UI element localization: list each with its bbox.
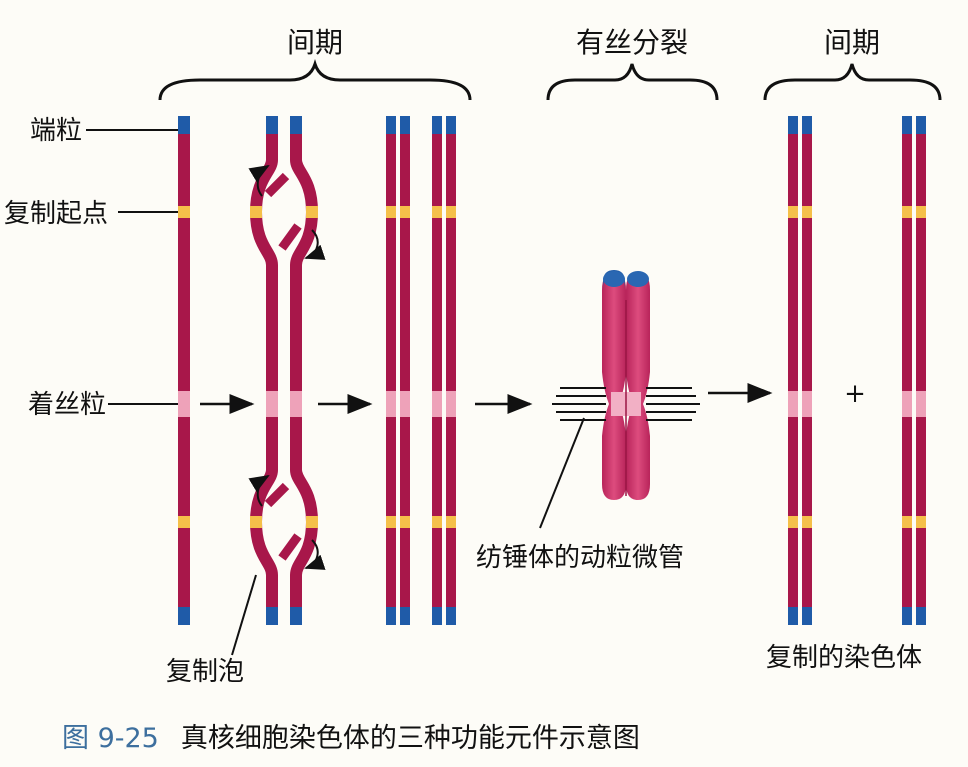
brace-mitosis (546, 63, 719, 101)
caption-text: 真核细胞染色体的三种功能元件示意图 (180, 723, 640, 754)
daughter-chromosome-a (788, 116, 812, 625)
header-interphase-left: 间期 (287, 26, 343, 59)
label-replication-origin: 复制起点 (4, 199, 108, 229)
label-kinetochore-microtubules: 纺锤体的动粒微管 (476, 543, 684, 573)
kinetochore-microtubules (552, 387, 700, 421)
chromosome-replicated-pair-a (386, 116, 410, 625)
chromosome-replicating (248, 116, 326, 625)
leader-kinetochore-microtubules (539, 417, 585, 529)
brace-interphase-left (158, 58, 472, 101)
label-telomere: 端粒 (30, 116, 82, 146)
brace-interphase-right (763, 63, 942, 101)
label-centromere: 着丝粒 (28, 390, 106, 420)
figure-caption: 图 9-25 真核细胞染色体的三种功能元件示意图 (62, 716, 942, 755)
chromosome-replicated-pair-b (432, 116, 456, 625)
plus-sign: + (844, 379, 866, 409)
leader-replication-bubble (231, 574, 257, 656)
chromosome-unreplicated (178, 116, 190, 625)
caption-number: 图 9-25 (62, 723, 159, 754)
label-replicated-chromosomes: 复制的染色体 (766, 643, 922, 673)
daughter-chromosome-b (902, 116, 926, 625)
chromosome-condensed-mitotic (602, 270, 650, 500)
header-interphase-right: 间期 (824, 26, 880, 59)
header-mitosis: 有丝分裂 (576, 26, 688, 59)
label-replication-bubble: 复制泡 (166, 657, 244, 687)
